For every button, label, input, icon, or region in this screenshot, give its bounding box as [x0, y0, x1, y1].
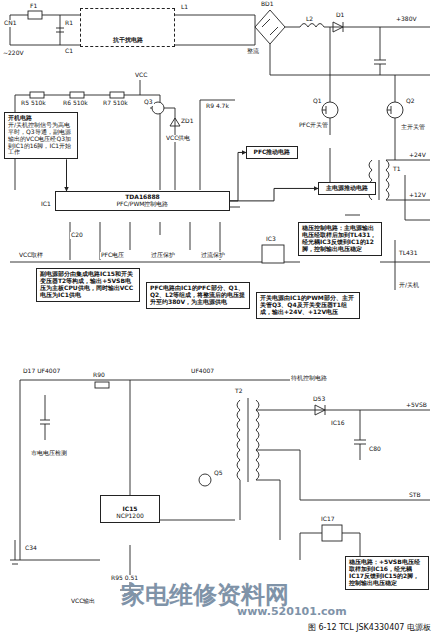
part-label: R6 510k — [62, 100, 89, 107]
node-heading: 稳压电路：+5VSB电压经取样加到IC16，经光耦IC17反馈到IC15的2脚，… — [349, 559, 425, 587]
part-label: D53 — [312, 396, 326, 403]
part-label: C1 — [64, 48, 74, 55]
figure-caption: 图 6-12 TCL JSK4330407 电源板 — [306, 622, 433, 633]
part-label: Q3 — [143, 99, 154, 106]
part-label: +380V — [395, 16, 418, 23]
part-label: CN1 — [3, 20, 18, 27]
node-heading: IC15 — [104, 506, 156, 513]
part-label: PFC开关管 — [298, 122, 329, 129]
connector — [230, 152, 246, 200]
node-heading: 副电源部分由集成电路IC15和开关变压器T2等构成，输出+5VSB电压为主板CP… — [40, 271, 136, 299]
node-body: 开/关机控制信号为高电平时，Q3导通，副电源输出的VCC电压经Q3加到IC1的1… — [8, 122, 74, 156]
annotation-box: PFC推动电路 — [246, 146, 298, 159]
part-label: Q1 — [312, 98, 323, 105]
part-label: T2 — [234, 388, 243, 395]
part-label: +5VSB — [405, 402, 428, 409]
part-label: TL431 — [398, 250, 418, 257]
part-label: VCC — [134, 72, 148, 79]
ic-box: TDA16888PFC/PWM控制电路 — [55, 191, 230, 211]
part-label: 整流 — [246, 48, 260, 55]
part-label: BD1 — [260, 1, 275, 8]
part-label: C20 — [70, 232, 84, 239]
part-label: 过压保护 — [150, 252, 176, 259]
annotation-box: 副电源部分由集成电路IC15和开关变压器T2等构成，输出+5VSB电压为主板CP… — [36, 268, 140, 302]
part-label: 开/关机 — [398, 282, 420, 289]
part-label: 待机控制电路 — [290, 375, 328, 382]
node-body: PFC/PWM控制电路 — [59, 201, 226, 208]
part-label: PFC电压 — [100, 252, 125, 259]
part-label: L2 — [305, 16, 314, 23]
part-label: VCC取样 — [18, 252, 44, 259]
node-heading: 主电源推动电路 — [322, 185, 372, 192]
part-label: STB — [408, 492, 422, 499]
part-label: VCC供电 — [165, 135, 191, 142]
annotation-box: 开机电路开/关机控制信号为高电平时，Q3导通，副电源输出的VCC电压经Q3加到I… — [4, 112, 78, 159]
annotation-box: 稳压电路：+5VSB电压经取样加到IC16，经光耦IC17反馈到IC15的2脚，… — [345, 556, 429, 590]
node-heading: PFC推动电路 — [250, 149, 294, 156]
part-label: R90 — [92, 372, 106, 379]
annotation-box: 开关电源由IC1的PWM部分、主开关管Q3、Q4及开关变压器T1组成，输出+24… — [256, 292, 360, 319]
part-label: IC1 — [40, 201, 52, 208]
part-label: C34 — [24, 545, 38, 552]
part-label: R9 4.7k — [205, 103, 230, 110]
filter-block: 抗干扰电路 — [80, 8, 175, 47]
connector — [66, 159, 67, 191]
node-heading: TDA16888 — [59, 194, 226, 201]
part-label: D17 UF4007 — [22, 368, 61, 375]
node-heading: 开关电源由IC1的PWM部分、主开关管Q3、Q4及开关变压器T1组成，输出+24… — [260, 295, 356, 316]
part-label: UF4007 — [190, 368, 215, 375]
wires — [10, 10, 430, 594]
node-body: NCP1200 — [104, 513, 156, 520]
annotation-box: 稳压控制电路：主电源输出电压经取样后加到TL431，经光耦IC3反馈到IC1的1… — [298, 222, 382, 256]
part-label: Q2 — [405, 98, 416, 105]
ic-box: IC15NCP1200 — [100, 495, 160, 523]
part-label: F1 — [29, 3, 38, 10]
watermark: 家电维修资料网 — [120, 582, 290, 608]
part-label: T1 — [392, 166, 401, 173]
part-label: D1 — [335, 12, 345, 19]
node-heading: PFC电路由IC1的PFC部分、Q1、Q2、L2等组成，将整流后的电压提升至约3… — [150, 285, 246, 306]
part-label: ~220V — [2, 50, 25, 57]
part-label: ZD1 — [180, 118, 195, 125]
part-label: C80 — [368, 446, 382, 453]
part-label: R5 510k — [20, 100, 47, 107]
watermark: www.520101.com — [236, 606, 348, 618]
part-label: R7 510k — [102, 100, 129, 107]
node-heading: 抗干扰电路 — [84, 37, 171, 44]
part-label: IC17 — [320, 516, 336, 523]
annotation-box: PFC电路由IC1的PFC部分、Q1、Q2、L2等组成，将整流后的电压提升至约3… — [146, 282, 250, 309]
node-heading: 开机电路 — [8, 115, 74, 122]
part-label: IC3 — [265, 236, 277, 243]
part-label: R95 0.51 — [110, 575, 139, 582]
part-label: +24V — [408, 152, 427, 159]
part-label: Q5 — [213, 470, 224, 477]
part-label: L1 — [180, 4, 189, 11]
connector — [230, 188, 318, 200]
node-heading: 稳压控制电路：主电源输出电压经取样后加到TL431，经光耦IC3反馈到IC1的1… — [302, 225, 378, 253]
part-label: 市电电压检测 — [30, 450, 68, 457]
part-label: VCC输出 — [70, 598, 96, 605]
part-label: 过流保护 — [200, 252, 226, 259]
part-label: IC16 — [330, 420, 346, 427]
part-label: 主开关管 — [400, 124, 426, 131]
part-label: +12V — [408, 192, 427, 199]
annotation-box: 主电源推动电路 — [318, 182, 376, 195]
part-label: R1 — [64, 20, 74, 27]
